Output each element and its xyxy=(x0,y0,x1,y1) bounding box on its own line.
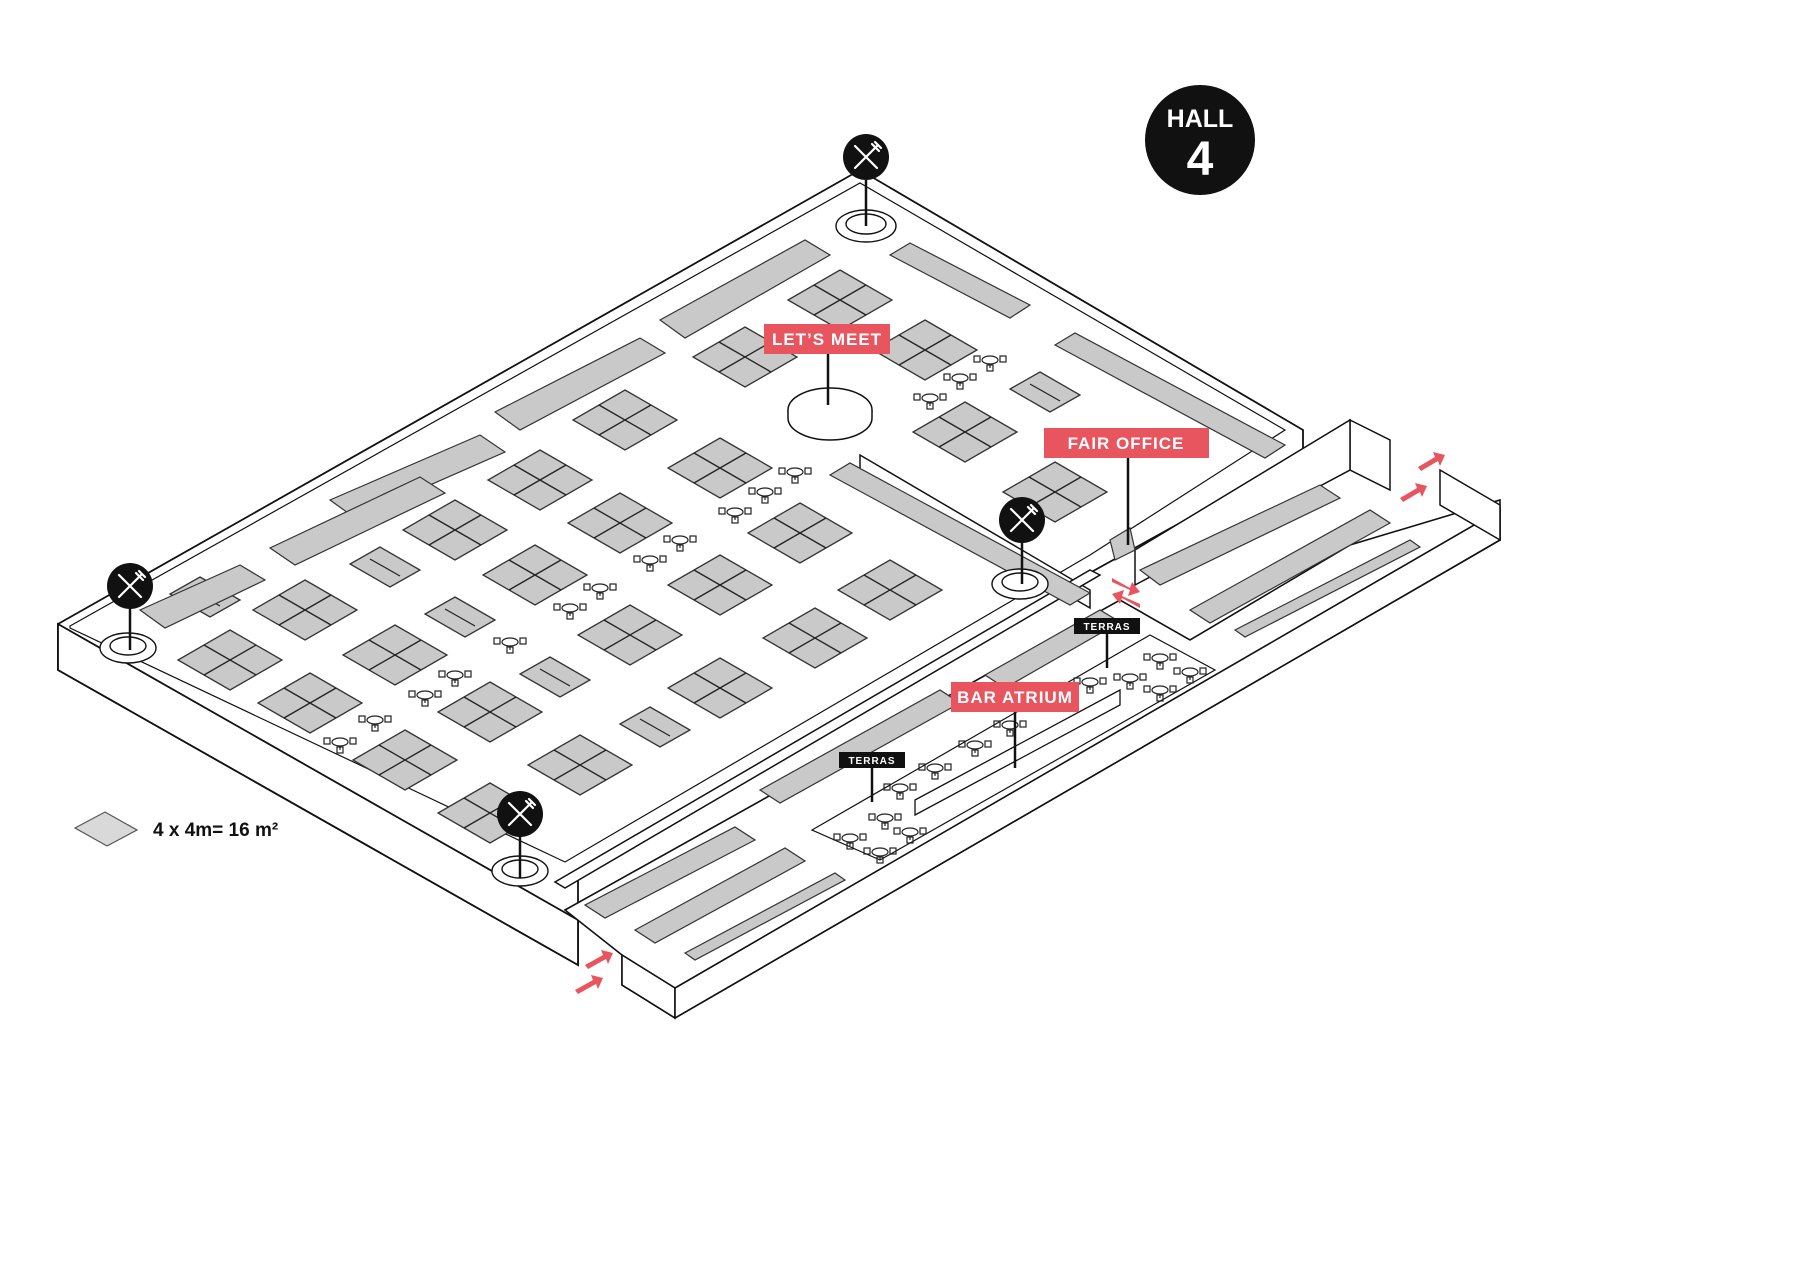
double-arrow-icon xyxy=(575,950,613,994)
fair-office-label[interactable]: FAIR OFFICE xyxy=(1044,428,1209,545)
hall-badge-number: 4 xyxy=(1187,133,1214,186)
restaurant-marker-left[interactable] xyxy=(107,563,153,650)
restaurant-marker-top[interactable] xyxy=(843,134,889,226)
terras-text: TERRAS xyxy=(848,756,895,767)
lets-meet-platform xyxy=(787,387,873,441)
terras-text: TERRAS xyxy=(1083,622,1130,633)
terras-label-upper[interactable]: TERRAS xyxy=(1074,618,1140,668)
restaurant-marker-bottom[interactable] xyxy=(497,791,543,878)
entrance-arrows xyxy=(575,452,1445,994)
lets-meet-label[interactable]: LET’S MEET xyxy=(764,324,890,405)
restaurant-marker-right[interactable] xyxy=(999,497,1045,584)
lets-meet-text: LET’S MEET xyxy=(772,330,882,349)
legend: 4 x 4m= 16 m² xyxy=(73,811,278,847)
atrium-wing-floor xyxy=(563,418,1501,1020)
legend-text: 4 x 4m= 16 m² xyxy=(153,820,278,841)
double-arrow-icon xyxy=(1400,452,1445,502)
double-arrow-icon xyxy=(1112,578,1140,608)
hall-badge-label: HALL xyxy=(1167,105,1234,133)
hall-badge: HALL 4 xyxy=(1145,85,1255,195)
perimeter-booth-rows xyxy=(138,239,1422,961)
bar-atrium-text: BAR ATRIUM xyxy=(957,688,1073,707)
fair-office-text: FAIR OFFICE xyxy=(1068,434,1185,453)
legend-booth-swatch xyxy=(73,811,139,847)
bar-atrium-label[interactable]: BAR ATRIUM xyxy=(951,682,1079,768)
terras-label-lower[interactable]: TERRAS xyxy=(839,752,905,802)
